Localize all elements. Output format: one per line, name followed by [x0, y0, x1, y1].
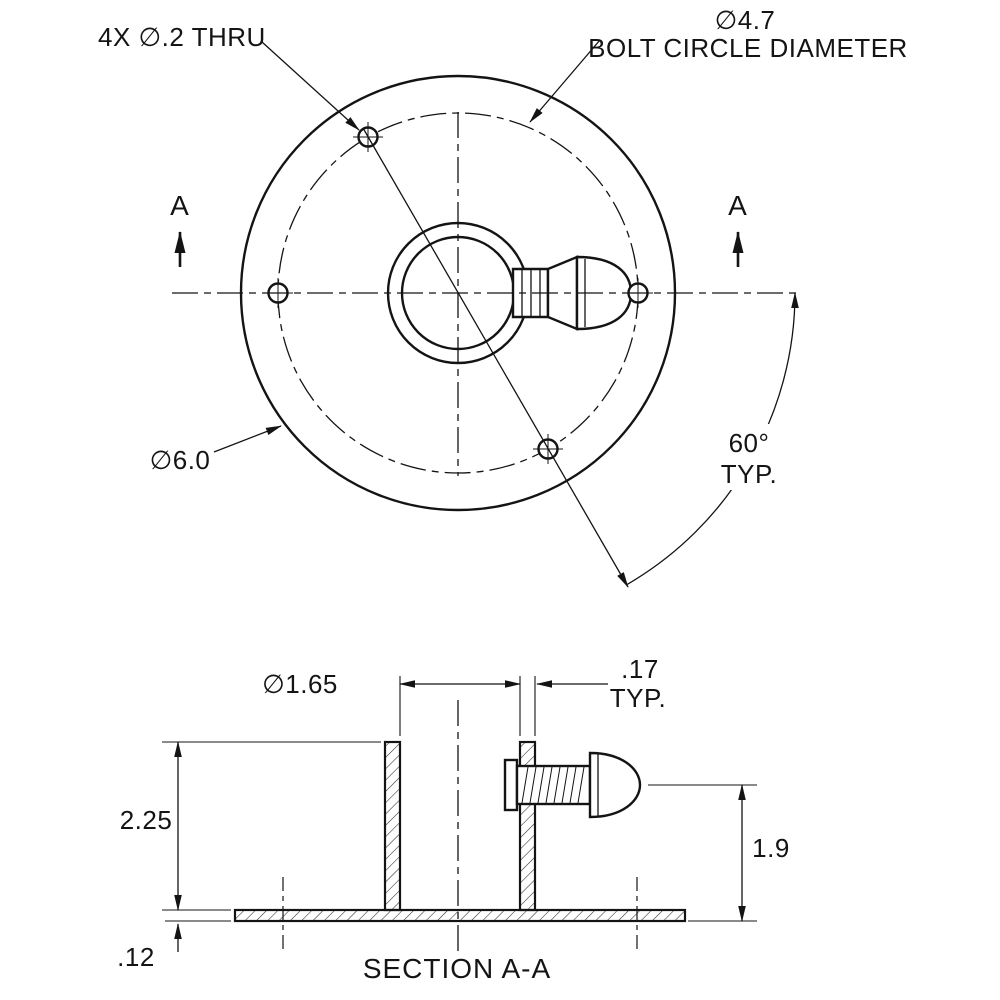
tube-wall-left — [383, 740, 402, 912]
section-view: ∅1.65 .17 TYP. 2.25 1.9 .12 SECTION A-A — [117, 654, 790, 984]
screw-threads — [521, 766, 585, 804]
section-cut-left: A — [170, 190, 190, 267]
bolt-hole-diagonal-centerline — [362, 127, 629, 588]
section-caption: SECTION A-A — [363, 953, 551, 984]
top-view: 60° TYP. 4X ∅.2 THRU ∅4.7 BOLT CIRCLE DI… — [98, 5, 908, 588]
bore-diameter-label: ∅1.65 — [262, 669, 338, 699]
angle-label-mask — [716, 424, 784, 490]
bolt-circle-diameter-label: ∅4.7 — [715, 5, 776, 35]
section-cut-right: A — [728, 190, 748, 267]
bolt-circle-caption-label: BOLT CIRCLE DIAMETER — [588, 33, 908, 63]
overall-height-label: 2.25 — [120, 805, 173, 835]
section-letter-right: A — [728, 190, 748, 221]
holes-callout-leader — [261, 41, 360, 131]
thumbscrew-section — [503, 751, 642, 819]
extension-lines — [162, 676, 757, 922]
wall-thickness-typ-label: TYP. — [610, 683, 666, 713]
outer-diameter-leader — [213, 425, 282, 453]
screw-center-height-label: 1.9 — [752, 833, 790, 863]
base-plate — [233, 908, 687, 923]
screw-head — [588, 751, 642, 819]
outer-diameter-label: ∅6.0 — [150, 445, 211, 475]
angle-typ-label: TYP. — [721, 459, 777, 489]
wall-thickness-label: .17 — [621, 654, 659, 684]
holes-callout-label: 4X ∅.2 THRU — [98, 22, 266, 52]
screw-shaft — [515, 764, 592, 806]
thumbscrew-top — [511, 255, 633, 331]
section-letter-left: A — [170, 190, 190, 221]
bolt-circle-leader — [529, 39, 601, 123]
angle-value-label: 60° — [729, 428, 770, 458]
screw-tip-flange — [503, 758, 519, 812]
base-thickness-label: .12 — [117, 942, 155, 972]
